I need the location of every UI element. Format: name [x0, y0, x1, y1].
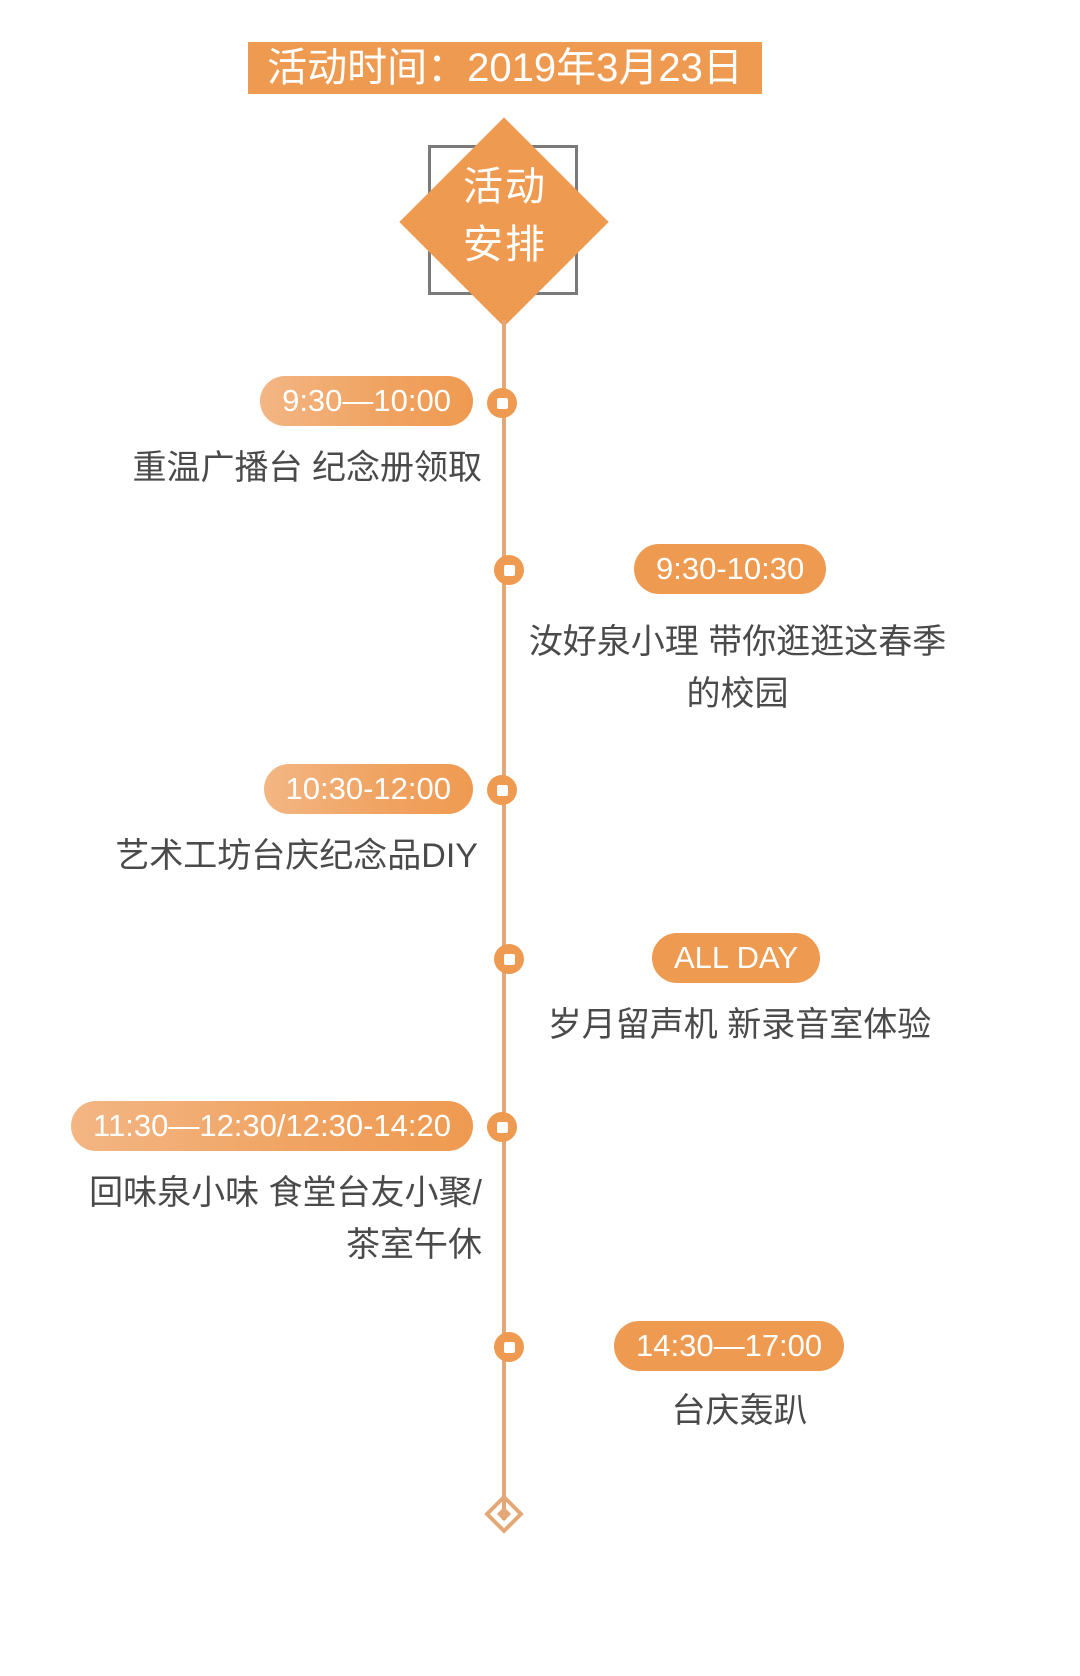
timeline-description: 台庆轰趴 — [671, 1392, 808, 1430]
timeline-node-marker-icon — [494, 555, 524, 585]
timeline-description: 岁月留声机 新录音室体验 — [547, 1006, 932, 1044]
timeline-description: 回味泉小味 食堂台友小聚/ 茶室午休 — [89, 1174, 482, 1264]
timeline-time-pill[interactable]: ALL DAY — [652, 933, 821, 983]
timeline-node-marker-icon — [487, 775, 517, 805]
timeline-time-pill[interactable]: 9:30—10:00 — [260, 376, 473, 426]
timeline-node-marker-icon — [487, 388, 517, 418]
timeline-time-pill[interactable]: 10:30-12:00 — [263, 764, 473, 814]
timeline-time-pill[interactable]: 14:30—17:00 — [614, 1321, 845, 1371]
timeline-spine — [502, 320, 506, 1520]
timeline-node-marker-icon — [487, 1112, 517, 1142]
timeline-description: 艺术工坊台庆纪念品DIY — [115, 837, 478, 875]
badge-label-line1: 活动 — [463, 165, 547, 209]
badge-label-line2: 安排 — [463, 223, 547, 267]
timeline-node-marker-icon — [494, 1332, 524, 1362]
timeline-description: 重温广播台 纪念册领取 — [132, 449, 482, 487]
timeline-description: 汝好泉小理 带你逛逛这春季 的校园 — [528, 623, 947, 713]
timeline-time-pill[interactable]: 9:30-10:30 — [634, 544, 827, 594]
timeline-time-pill[interactable]: 11:30—12:30/12:30-14:20 — [71, 1101, 473, 1151]
badge-label: 活动 安排 — [386, 158, 624, 274]
timeline-node-marker-icon — [494, 944, 524, 974]
timeline-end-diamond-icon — [484, 1494, 524, 1534]
event-date-banner: 活动时间：2019年3月23日 — [248, 42, 762, 94]
activity-schedule-badge: 活动 安排 — [386, 112, 624, 334]
